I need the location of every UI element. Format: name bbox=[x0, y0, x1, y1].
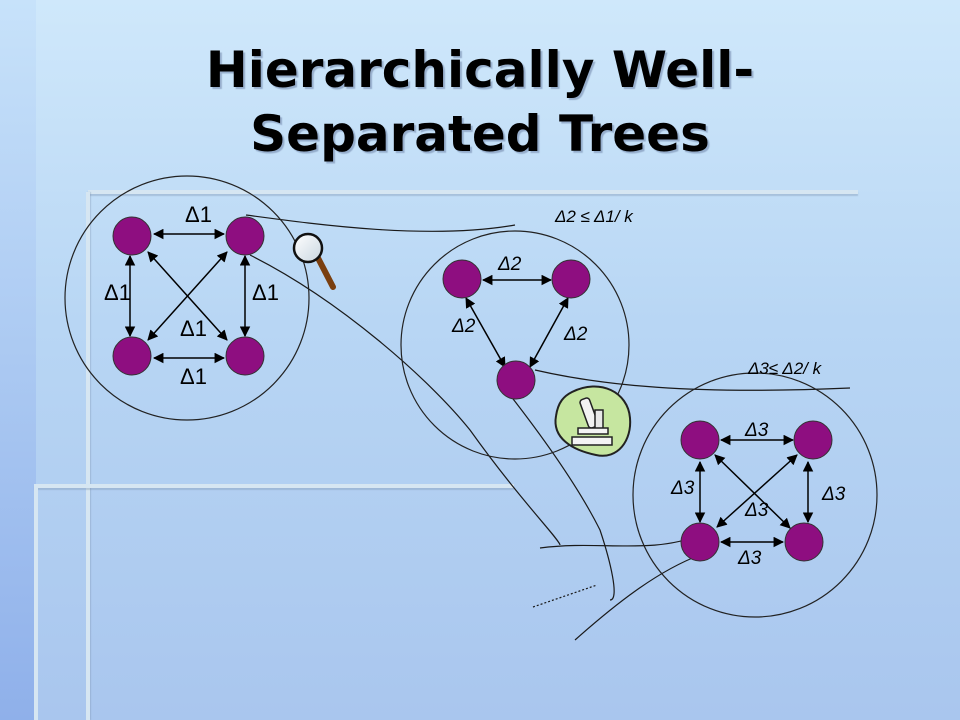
divider-top bbox=[88, 190, 858, 194]
node-1-top-left bbox=[112, 216, 152, 256]
edge-2-left bbox=[465, 297, 506, 368]
node-3-top-left bbox=[680, 420, 720, 460]
divider-middle bbox=[34, 484, 514, 488]
edge-label-1-right: Δ1 bbox=[252, 280, 279, 305]
edge-2-right bbox=[529, 297, 569, 368]
node-2-top-left bbox=[442, 259, 482, 299]
title-line-1: Hierarchically Well- bbox=[205, 41, 755, 99]
node-3-bottom-right bbox=[784, 522, 824, 562]
node-3-top-right bbox=[793, 420, 833, 460]
left-accent-bar bbox=[0, 0, 36, 720]
connector-side-left bbox=[539, 534, 701, 549]
edge-3-diagonal-b bbox=[716, 454, 798, 528]
cluster-level-1: Δ1 Δ1 Δ1 Δ1 Δ1 bbox=[64, 175, 310, 421]
relation-level-2: Δ2 ≤ Δ1/ k bbox=[554, 207, 634, 226]
edge-label-2-right: Δ2 bbox=[563, 324, 588, 345]
edge-label-3-right: Δ3 bbox=[821, 484, 846, 505]
microscope-icon bbox=[554, 385, 632, 457]
edge-label-3-left: Δ3 bbox=[670, 478, 695, 499]
relation-level-3: Δ3≤ Δ2/ k bbox=[747, 359, 823, 378]
edge-label-1-left: Δ1 bbox=[104, 280, 131, 305]
cluster-level-3: Δ3≤ Δ2/ k Δ3 Δ3 Δ3 Δ3 Δ3 bbox=[632, 359, 878, 618]
connector-level2-to-level3-top bbox=[534, 369, 851, 391]
title-line-2: Separated Trees bbox=[250, 105, 710, 163]
cluster-2-boundary bbox=[400, 230, 630, 460]
connector-level1-to-level2-top bbox=[245, 214, 516, 232]
edge-label-3-top: Δ3 bbox=[744, 420, 769, 441]
connector-dotted bbox=[532, 584, 598, 608]
node-1-bottom-left bbox=[112, 336, 152, 376]
edge-1-diagonal-b bbox=[147, 251, 228, 341]
node-1-top-right bbox=[225, 216, 265, 256]
connector-level2-to-level3-bottom bbox=[509, 394, 615, 601]
edge-label-3-center: Δ3 bbox=[744, 500, 769, 521]
cluster-1-boundary bbox=[64, 175, 310, 421]
slide-title: Hierarchically Well- Separated Trees bbox=[0, 38, 960, 166]
node-2-top-right bbox=[551, 259, 591, 299]
node-1-bottom-right bbox=[225, 336, 265, 376]
edge-label-1-center: Δ1 bbox=[180, 316, 207, 341]
cluster-level-2: Δ2 ≤ Δ1/ k Δ2 Δ2 Δ2 bbox=[400, 207, 634, 460]
node-3-bottom-left bbox=[680, 522, 720, 562]
connector-side-bottom bbox=[574, 554, 701, 641]
connector-level1-to-level2-bottom bbox=[249, 254, 561, 546]
cluster-3-boundary bbox=[632, 372, 878, 618]
connector-curves bbox=[245, 214, 851, 641]
node-2-bottom bbox=[496, 360, 536, 400]
edge-label-2-left: Δ2 bbox=[451, 316, 476, 337]
magnifying-glass-icon bbox=[292, 232, 336, 290]
edge-label-1-bottom: Δ1 bbox=[180, 364, 207, 389]
divider-middle-vertical bbox=[34, 486, 38, 720]
edge-label-3-bottom: Δ3 bbox=[737, 548, 762, 569]
edge-label-1-top: Δ1 bbox=[185, 202, 212, 227]
edge-label-2-top: Δ2 bbox=[497, 254, 522, 275]
divider-left bbox=[86, 192, 90, 720]
